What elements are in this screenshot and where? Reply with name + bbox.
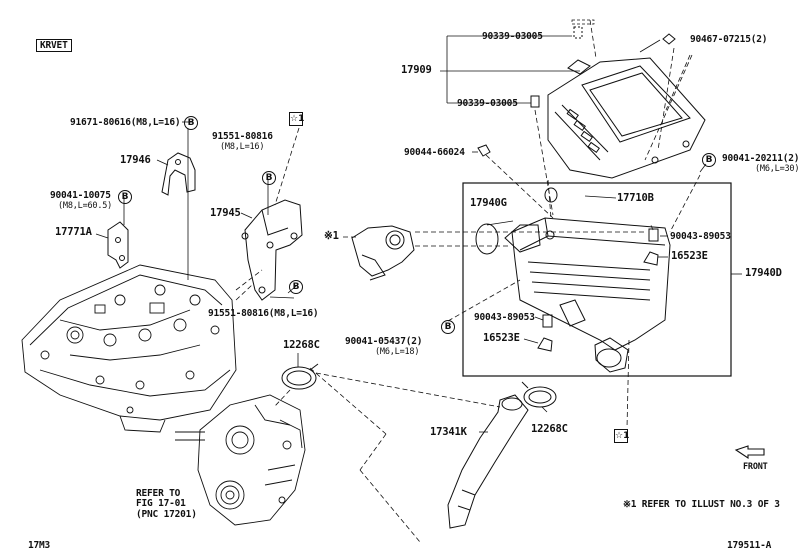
label-91551-80816-top-spec: (M8,L=16) <box>220 142 265 152</box>
star-reference-icon[interactable]: ☆1 <box>289 112 305 126</box>
turbocharger-drawing <box>175 394 306 526</box>
note-mark-1: ※1 <box>324 230 339 242</box>
bolt-b-icon: B <box>702 153 716 167</box>
label-16523e-right[interactable]: 16523E <box>671 250 708 262</box>
refer-text-line2[interactable]: FIG 17-01 <box>136 498 186 509</box>
code-left: 17M3 <box>28 540 51 551</box>
label-17940d[interactable]: 17940D <box>745 267 782 279</box>
bracket-17945-drawing <box>241 199 303 301</box>
label-90339-03005-top[interactable]: 90339-03005 <box>482 31 543 42</box>
label-90339-03005-bottom[interactable]: 90339-03005 <box>457 98 518 109</box>
label-90041-10075[interactable]: 90041-10075 <box>50 190 111 201</box>
bolt-b-icon: B <box>441 320 455 334</box>
intercooler-assembly-frame <box>462 182 732 377</box>
label-17940g[interactable]: 17940G <box>470 197 507 209</box>
leader-lines <box>95 35 742 433</box>
bolt-b-icon: B <box>289 280 303 294</box>
variant-box: KRVET <box>36 39 72 52</box>
footnote-refer-illust: ※1 REFER TO ILLUST NO.3 OF 3 <box>623 499 780 510</box>
bolt-b-icon: B <box>184 116 198 130</box>
label-90041-20211-spec: (M6,L=30) <box>755 164 800 174</box>
bolt-b-icon: B <box>262 171 276 185</box>
label-17946[interactable]: 17946 <box>120 154 151 166</box>
clamp-12268c-top-drawing <box>281 363 319 390</box>
label-91671-80616[interactable]: 91671-80616(M8,L=16) <box>70 117 181 128</box>
front-arrow-icon <box>734 445 765 460</box>
intercooler-cover-drawing <box>547 57 706 179</box>
label-16523e-left[interactable]: 16523E <box>483 332 520 344</box>
engine-block-drawing <box>21 264 237 433</box>
label-12268c-top[interactable]: 12268C <box>283 339 320 351</box>
label-90041-05437[interactable]: 90041-05437(2) <box>345 336 423 347</box>
label-90043-89053-right[interactable]: 90043-89053 <box>670 231 731 242</box>
label-17341k[interactable]: 17341K <box>430 426 467 438</box>
bolt-b-icon: B <box>118 190 132 204</box>
label-90044-66024[interactable]: 90044-66024 <box>404 147 465 158</box>
label-91551-80816-top[interactable]: 91551-80816 <box>212 131 273 142</box>
label-90467-07215[interactable]: 90467-07215(2) <box>690 34 768 45</box>
water-outlet-drawing <box>351 225 415 281</box>
bracket-17771a-drawing <box>107 221 129 269</box>
label-12268c-bottom[interactable]: 12268C <box>531 423 568 435</box>
label-17945[interactable]: 17945 <box>210 207 241 219</box>
label-90041-20211[interactable]: 90041-20211(2) <box>722 153 800 164</box>
fastener-drawings <box>477 26 676 157</box>
front-label: FRONT <box>743 462 768 472</box>
refer-text-line3: (PNC 17201) <box>136 509 197 520</box>
hose-17341k-drawing <box>447 394 529 529</box>
gasket-17940g-drawing <box>475 223 499 255</box>
dashed-assembly-lines <box>235 19 701 543</box>
hose-clamp-drawing <box>537 187 659 352</box>
refer-text-line1: REFER TO <box>136 488 181 499</box>
code-right: 179511-A <box>727 540 772 551</box>
intercooler-core-drawing <box>504 217 671 373</box>
clamp-12268c-bottom-drawing <box>521 381 557 408</box>
bracket-17946-drawing <box>161 152 196 196</box>
star-reference-icon[interactable]: ☆1 <box>614 429 630 443</box>
label-90041-05437-spec: (M6,L=18) <box>375 347 420 357</box>
label-90041-10075-spec: (M8,L=60.5) <box>58 201 113 211</box>
label-90043-89053-left[interactable]: 90043-89053 <box>474 312 535 323</box>
label-17771a[interactable]: 17771A <box>55 226 92 238</box>
label-91551-80816-bottom[interactable]: 91551-80816(M8,L=16) <box>208 308 319 319</box>
label-17909[interactable]: 17909 <box>401 64 432 76</box>
label-17710b[interactable]: 17710B <box>617 192 654 204</box>
